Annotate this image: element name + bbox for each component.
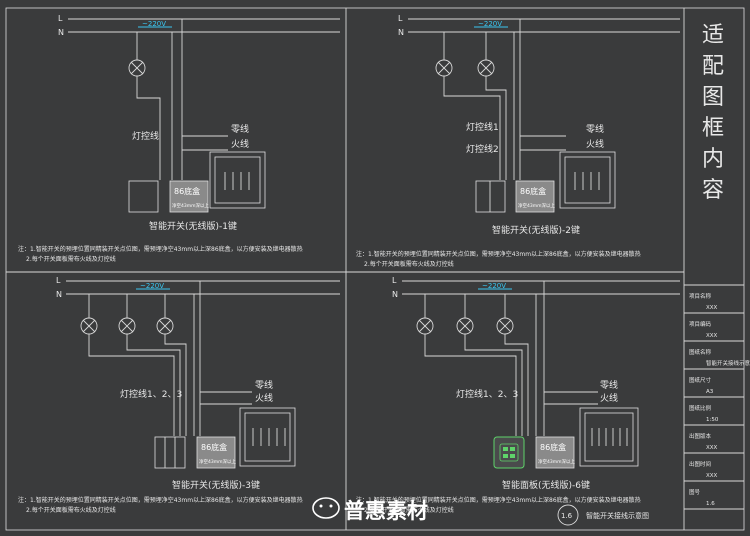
title-block-value: XXX	[706, 445, 718, 451]
box-86-note: 净空43mm深以上	[199, 458, 236, 465]
title-block-label: 图纸比例	[689, 404, 712, 412]
box-86-note: 净空43mm深以上	[172, 202, 209, 209]
line-l-label: L	[398, 14, 403, 23]
line-l-label: L	[392, 276, 397, 285]
box-86-label: 86底盒	[174, 186, 200, 196]
title-block-value: XXX	[706, 333, 718, 339]
box-86-label: 86底盒	[540, 442, 566, 452]
title-block-value: 智能开关接线示意图	[706, 359, 750, 367]
box-86-note: 净空43mm深以上	[538, 458, 575, 465]
panel-3-key: L N ~220V 灯控线1、2、3 零线 火线 86底盒 净空43mm深以上	[18, 276, 340, 514]
box-86	[196, 436, 236, 469]
sheet-number-circle	[557, 504, 579, 526]
neutral-label: 零线	[255, 379, 273, 391]
switch-panel-2-key	[475, 180, 506, 213]
panel-note-1: 注：1.智能开关的预埋位置同精装开关点位图，需预埋净空43mm以上深86底盒，以…	[18, 245, 303, 253]
panel-note-1: 注：1.智能开关的预埋位置同精装开关点位图，需预埋净空43mm以上深86底盒，以…	[18, 496, 303, 504]
title-block-value: 1:50	[706, 417, 719, 423]
title-block-rows: 项目名称 XXX 项目编码 XXX 图纸名称智能开关接线示意图图纸尺寸 A3 图纸比例 1:5…	[684, 292, 750, 510]
title-block-heading-char: 容	[702, 178, 724, 203]
panel-note-2: 2.每个开关面板需布火线及灯控线	[26, 506, 116, 514]
panel-note-2: 2.每个开关面板需布火线及灯控线	[364, 506, 454, 514]
wechat-icon	[312, 497, 340, 519]
lamp-control-wire	[136, 76, 161, 180]
title-block-heading-char: 框	[702, 116, 724, 141]
switch-panel-1-key	[128, 180, 159, 213]
panel-note-1: 注：1.智能开关的预埋位置同精装开关点位图，需预埋净空43mm以上深86底盒，以…	[356, 250, 641, 258]
sheet-border	[5, 7, 745, 531]
title-block: 适配图框内容 项目名称 XXX 项目编码 XXX 图纸名称智能开关接线示意图图纸尺寸 A3…	[684, 23, 750, 510]
panel-title: 智能面板(无线版)-6键	[502, 479, 590, 491]
live-label: 火线	[600, 392, 618, 404]
switch-module-diagram	[559, 151, 616, 209]
title-block-heading-char: 配	[702, 54, 724, 79]
title-block-heading-char: 图	[702, 85, 724, 110]
title-block-heading-char: 适	[702, 23, 724, 48]
panel-title: 智能开关(无线版)-3键	[172, 479, 260, 491]
panel-2-key: L N ~220V 灯控线1 灯控线2 零线 火线 86底盒 净空43mm深以上…	[356, 14, 680, 268]
panel-note-2: 2.每个开关面板需布火线及灯控线	[364, 260, 454, 268]
title-block-value: XXX	[706, 305, 718, 311]
panel-6-key: L N ~220V 灯控线1、2、3 零线 火线 86底盒 净空43mm深以上	[356, 276, 680, 514]
title-block-label: 图纸名称	[689, 348, 712, 356]
panel-note-2: 2.每个开关面板需布火线及灯控线	[26, 255, 116, 263]
neutral-label: 零线	[600, 379, 618, 391]
title-block-label: 项目编码	[689, 320, 712, 328]
title-block-value: A3	[706, 389, 714, 395]
switch-module-diagram	[239, 407, 296, 467]
switch-module-diagram	[579, 407, 639, 467]
box-86-note: 净空43mm深以上	[518, 202, 555, 209]
title-block-label: 出图版本	[689, 432, 712, 440]
live-label: 火线	[231, 138, 249, 150]
panel-title: 智能开关(无线版)-2键	[492, 224, 580, 236]
lamp-control-2-label: 灯控线2	[466, 143, 499, 155]
lamp-control-label: 灯控线	[132, 130, 159, 142]
live-label: 火线	[255, 392, 273, 404]
box-86	[169, 180, 209, 213]
switch-panel-3-key	[154, 436, 186, 469]
title-block-label: 图纸尺寸	[689, 376, 712, 384]
neutral-label: 零线	[586, 123, 604, 135]
switch-module-diagram	[209, 151, 266, 209]
smart-panel-6-key	[493, 436, 525, 469]
panel-note-1: 注：1.智能开关的预埋位置同精装开关点位图，需预埋净空43mm以上深86底盒，以…	[356, 496, 641, 504]
lamp-control-label: 灯控线1、2、3	[120, 388, 182, 400]
voltage-label: ~220V	[478, 20, 502, 28]
line-n-label: N	[392, 290, 398, 299]
title-block-heading: 适配图框内容	[702, 23, 724, 203]
watermark-text: 普惠素材	[344, 499, 428, 523]
box-86	[535, 436, 575, 469]
title-block-label: 图号	[689, 488, 701, 496]
panel-title: 智能开关(无线版)-1键	[149, 220, 237, 232]
voltage-label: ~220V	[482, 282, 506, 290]
line-n-label: N	[56, 290, 62, 299]
title-block-value: XXX	[706, 473, 718, 479]
sheet-title: 智能开关接线示意图	[586, 511, 649, 520]
voltage-label: ~220V	[140, 282, 164, 290]
box-86-label: 86底盒	[520, 186, 546, 196]
line-l-label: L	[56, 276, 61, 285]
neutral-label: 零线	[231, 123, 249, 135]
title-block-label: 项目名称	[689, 292, 712, 300]
line-l-label: L	[58, 14, 63, 23]
lamp-control-label: 灯控线1、2、3	[456, 388, 518, 400]
sheet-number: 1.6	[561, 512, 573, 520]
box-86	[515, 180, 555, 213]
panel-1-key: L N ~220V 灯控线 零线 火线 86底盒 净空43mm深以上 智能开关(…	[18, 14, 340, 263]
voltage-label: ~220V	[142, 20, 166, 28]
live-label: 火线	[586, 138, 604, 150]
watermark: 普惠素材	[312, 497, 428, 523]
box-86-label: 86底盒	[201, 442, 227, 452]
title-block-heading-char: 内	[702, 147, 724, 172]
title-block-value: 1.6	[706, 501, 715, 507]
line-n-label: N	[58, 28, 64, 37]
title-block-label: 出图时间	[689, 460, 711, 468]
lamp-control-1-label: 灯控线1	[466, 121, 499, 133]
line-n-label: N	[398, 28, 404, 37]
